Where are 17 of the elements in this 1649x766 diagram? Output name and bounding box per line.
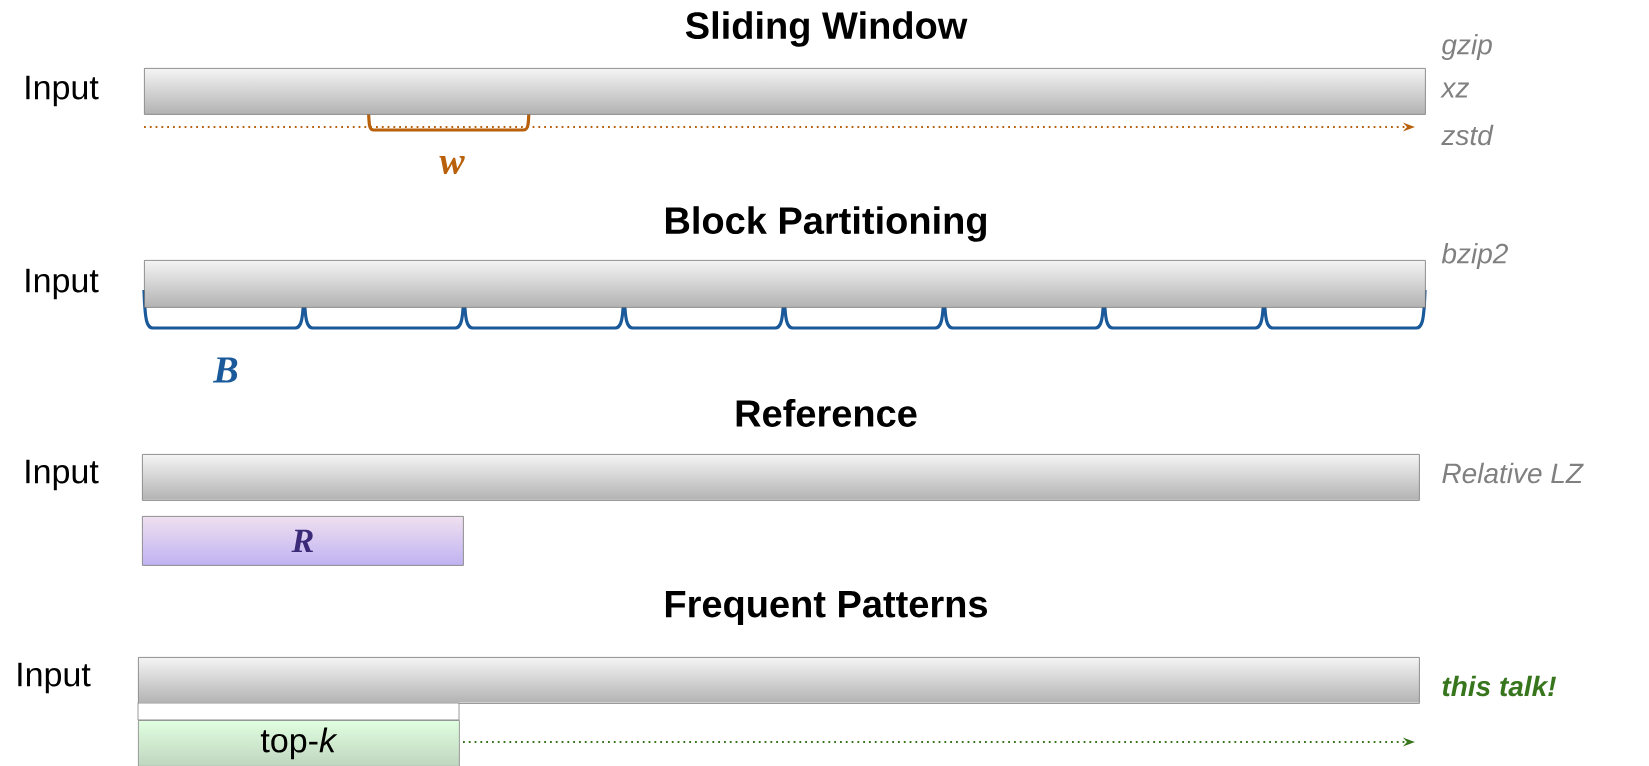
method-name: xz [1440,82,1470,98]
method-name: Relative LZ [1442,462,1584,484]
method-name: bzip2 [1441,242,1508,270]
method-name: zstd [1441,124,1494,146]
row-label: Input [26,459,99,491]
row-label: Input [26,75,99,107]
top-k-box: top-k [137,702,460,766]
bracket-label: w [439,156,465,174]
section-title: Block Partitioning [666,206,986,242]
section-title: Frequent Patterns [665,591,987,625]
section-title: Reference [736,399,917,427]
bracket-label: B [213,357,238,383]
method-name: gzip [1441,33,1492,61]
row-label: Input [26,268,99,300]
reference-box: R [142,516,464,566]
row-label: Input [18,662,91,694]
method-name: this talk! [1442,675,1557,697]
